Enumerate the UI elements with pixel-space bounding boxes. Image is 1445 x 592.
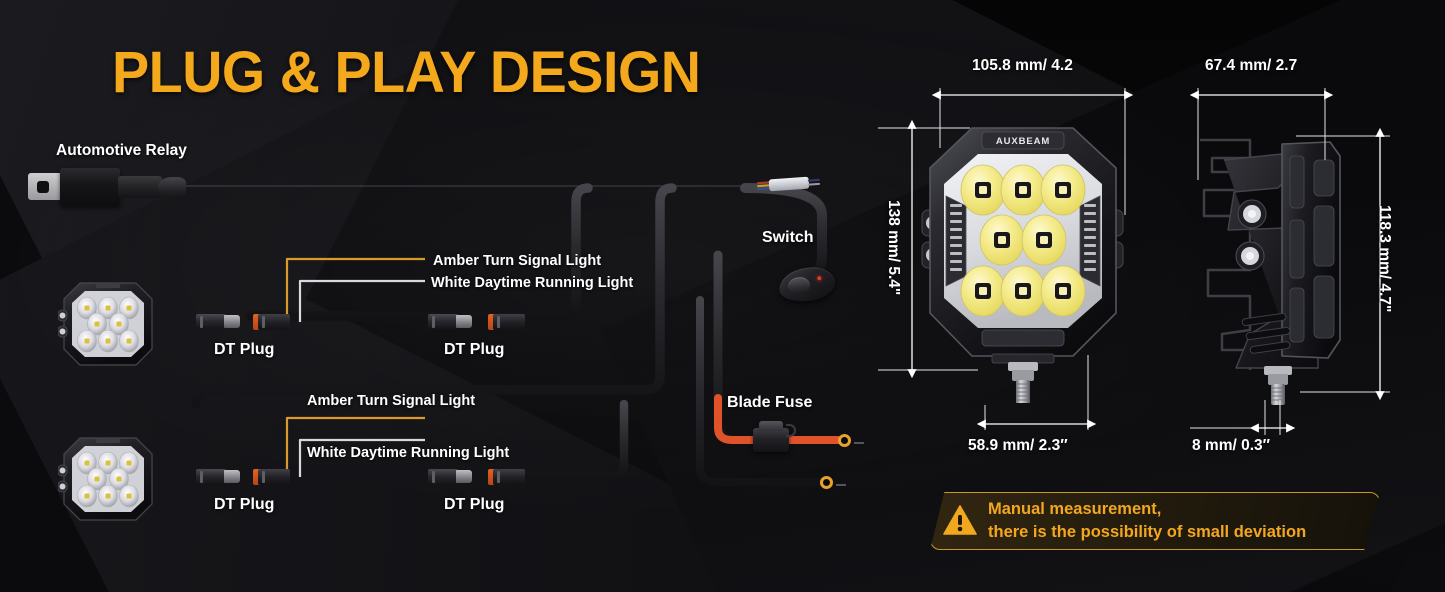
- fuse-retainer-clip: [786, 424, 796, 437]
- dim-front-bottom-text: 58.9 mm/ 2.3″: [968, 437, 1068, 454]
- harness-lower-loop: [191, 183, 677, 409]
- relay-body: [60, 168, 120, 206]
- dt-plug-female-shell: [258, 314, 290, 330]
- page-title: PLUG & PLAY DESIGN: [112, 40, 701, 105]
- amber-turn-signal-label-lower: Amber Turn Signal Light: [307, 393, 476, 409]
- led-pod-thumbnail-upper: [58, 282, 153, 366]
- switch-wire-blue-2: [807, 178, 820, 182]
- product-dimension-panel: AUXBEAM: [860, 0, 1445, 592]
- leader-lower-white: [298, 438, 425, 477]
- warning-triangle-icon: [943, 505, 977, 535]
- dim-side-width-text: 67.4 mm/ 2.7: [1205, 57, 1298, 74]
- dt-plug-male-tip: [456, 470, 472, 483]
- warning-line-2: there is the possibility of small deviat…: [988, 523, 1307, 541]
- white-drl-label-upper: White Daytime Running Light: [431, 275, 634, 291]
- dt-plug-male-shell: [196, 469, 226, 484]
- leader-upper-amber: [285, 257, 425, 322]
- blade-fuse-holder: [753, 421, 796, 452]
- brand-text: AUXBEAM: [996, 136, 1050, 147]
- relay-cable-boot: [158, 177, 186, 197]
- switch-indicator-led: [816, 275, 822, 281]
- dt-plug-male-shell: [196, 314, 226, 329]
- blade-fuse-label: Blade Fuse: [727, 394, 813, 411]
- pod-pigtail-lower: [144, 399, 629, 482]
- dt-plug-female-shell: [258, 469, 290, 485]
- white-drl-label-lower: White Daytime Running Light: [307, 445, 510, 461]
- dim-side-height-text: 118.3 mm/ 4.7": [1376, 205, 1393, 313]
- warning-text-block: Manual measurement, there is the possibi…: [988, 498, 1306, 544]
- relay-label: Automotive Relay: [56, 142, 187, 159]
- manual-measurement-warning-banner: Manual measurement, there is the possibi…: [930, 492, 1380, 550]
- fuse-positive-wire: [714, 394, 842, 444]
- led-pod-side-view: [1200, 138, 1341, 405]
- dim-bolt-width-text: 8 mm/ 0.3″: [1192, 437, 1271, 454]
- led-pod-thumbnail-lower: [58, 437, 153, 521]
- side-view-side-leds: [1235, 199, 1267, 271]
- warning-line-1: Manual measurement,: [988, 500, 1162, 518]
- ring-terminal-negative: [820, 476, 846, 489]
- dt-plug-male-tip: [224, 470, 240, 483]
- dt-plug-male-tip: [224, 315, 240, 328]
- dimension-lines-overlay: [878, 88, 1390, 435]
- dt-plug-seal-ring: [488, 469, 495, 485]
- leader-lower-amber: [285, 416, 425, 477]
- amber-turn-signal-label-upper: Amber Turn Signal Light: [433, 253, 602, 269]
- switch-rocker-button[interactable]: [787, 275, 812, 296]
- front-view-bolt: [1016, 380, 1030, 403]
- dt-plug-seal-ring: [253, 314, 260, 330]
- front-view-led-chips: [975, 182, 1071, 299]
- dim-front-height-text: 138 mm/ 5.4": [885, 200, 902, 296]
- dt-plug-male-shell: [428, 314, 458, 329]
- dt-plug-female-shell: [493, 469, 525, 485]
- dt-plug-label-3: DT Plug: [214, 496, 275, 513]
- dt-plug-male-tip: [456, 315, 472, 328]
- dt-plug-label-2: DT Plug: [444, 341, 505, 358]
- dt-plug-label-1: DT Plug: [214, 341, 275, 358]
- leader-upper-white: [298, 279, 425, 322]
- led-pod-front-view: AUXBEAM: [921, 127, 1124, 403]
- dt-plug-seal-ring: [488, 314, 495, 330]
- fuse-cap: [759, 421, 783, 431]
- switch-wire-grey: [808, 182, 821, 186]
- dt-plug-seal-ring: [253, 469, 260, 485]
- dim-front-width-text: 105.8 mm/ 4.2: [972, 57, 1073, 74]
- side-view-nut: [1268, 374, 1288, 385]
- warning-banner-frame: [930, 492, 1380, 550]
- switch-label: Switch: [762, 229, 814, 246]
- front-view-bottom-plate: [981, 329, 1065, 347]
- harness-main-trunk: [154, 182, 751, 194]
- dt-plug-label-4: DT Plug: [444, 496, 505, 513]
- ring-terminal-positive: [838, 434, 864, 447]
- front-view-brand-plate: [981, 131, 1065, 150]
- dt-plug-male-shell: [428, 469, 458, 484]
- front-view-nut: [1012, 370, 1034, 381]
- relay-connector-neck: [118, 176, 162, 198]
- front-view-washer: [1008, 362, 1038, 371]
- relay-mounting-hole: [37, 181, 49, 193]
- relay-mounting-tab: [28, 173, 62, 200]
- dt-plug-female-shell: [493, 314, 525, 330]
- side-view-washer: [1264, 366, 1292, 375]
